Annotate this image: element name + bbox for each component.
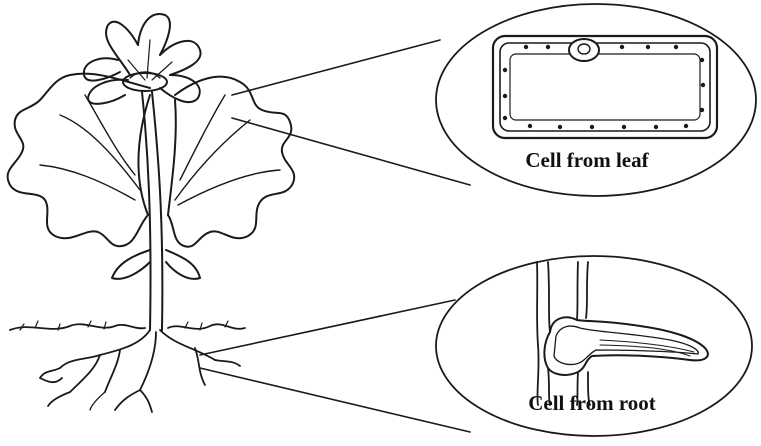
leaf-callout-line-top xyxy=(232,40,440,95)
leaf-callout-line-bottom xyxy=(232,118,470,185)
root-callout-line-top xyxy=(200,300,455,355)
root-cell-label: Cell from root xyxy=(528,391,656,415)
ground-line xyxy=(10,321,245,330)
leaf-cell-callout: Cell from leaf xyxy=(436,4,756,196)
root-cell-callout: Cell from root xyxy=(436,256,752,436)
callout-lines xyxy=(200,40,470,432)
plant-illustration xyxy=(8,14,295,412)
plant-stem xyxy=(142,92,162,330)
root-callout-line-bottom xyxy=(200,368,470,432)
leaf-cell-label: Cell from leaf xyxy=(525,148,649,172)
